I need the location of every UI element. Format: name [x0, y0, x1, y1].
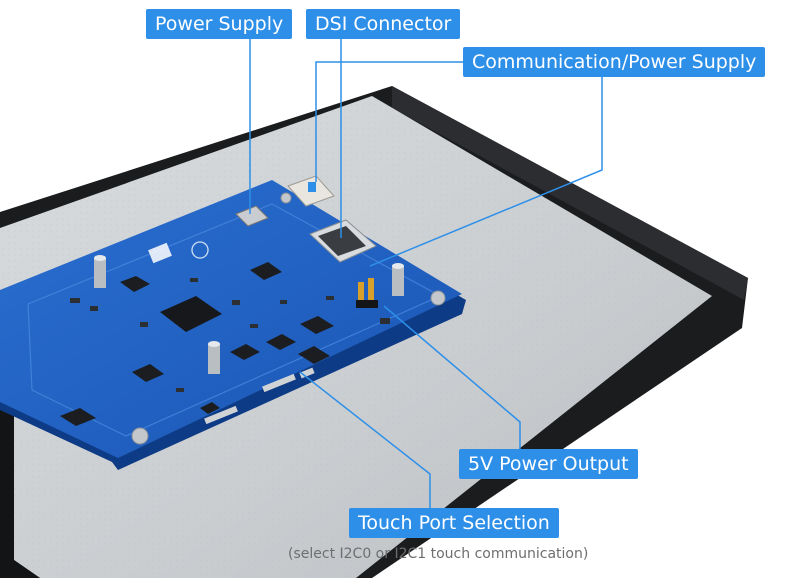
- panel-lower-shadow: [0, 372, 40, 578]
- ic-chip: [250, 262, 282, 280]
- ic-chip: [298, 346, 330, 364]
- brand-logo: [148, 242, 172, 264]
- leader-comm-power-2: [369, 77, 603, 267]
- touch-port-note: (select I2C0 or I2C1 touch communication…: [288, 546, 589, 562]
- touch-port-pads: [204, 367, 315, 425]
- ic-chip: [230, 344, 260, 360]
- standoff: [392, 263, 404, 296]
- ic-chip: [120, 276, 150, 292]
- standoff: [208, 341, 220, 374]
- silkscreen-circle: [191, 241, 209, 259]
- callout-power-supply: Power Supply: [146, 9, 293, 39]
- ic-chip: [300, 316, 334, 334]
- comm-header-pin: [308, 182, 316, 192]
- leader-lines: [249, 39, 603, 508]
- leader-comm-power: [315, 61, 463, 182]
- ic-chip: [60, 408, 96, 426]
- driver-board: [0, 175, 466, 470]
- callout-communication-power-supply: Communication/Power Supply: [463, 47, 766, 77]
- callout-touch-port-selection: Touch Port Selection: [349, 508, 559, 538]
- ic-chip: [132, 364, 164, 382]
- standoff: [94, 255, 106, 288]
- main-ic-chip: [160, 296, 222, 332]
- ic-chip: [200, 402, 220, 414]
- leader-touch-port: [299, 371, 431, 508]
- smd-components: [70, 278, 390, 392]
- panel-bezel-edge: [392, 86, 748, 300]
- callout-5v-power-output: 5V Power Output: [459, 449, 638, 479]
- pcb-outline: [27, 203, 442, 437]
- screw: [280, 192, 292, 204]
- screw: [430, 290, 446, 306]
- ic-chip: [266, 334, 296, 350]
- screw: [131, 427, 149, 445]
- five-v-pin-header: [356, 278, 378, 308]
- dsi-fpc-slot: [318, 226, 366, 256]
- leader-5v-output: [383, 305, 521, 449]
- callout-dsi-connector: DSI Connector: [306, 9, 461, 39]
